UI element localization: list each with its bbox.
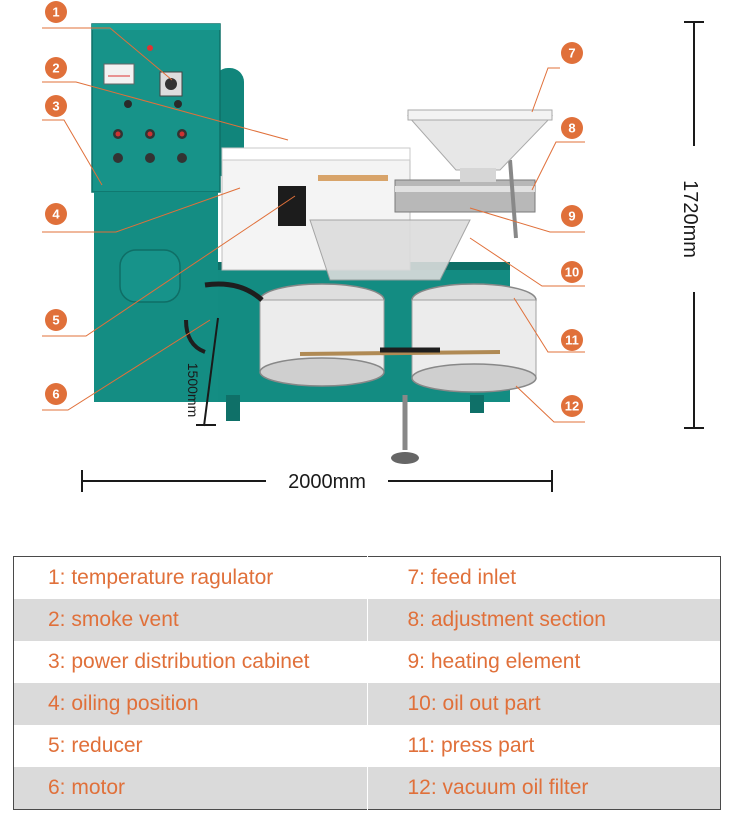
height-dimension-label: 1720mm xyxy=(679,180,701,258)
callout-6-number: 6 xyxy=(52,387,59,402)
feed-hopper xyxy=(406,115,554,171)
callout-3: 3 xyxy=(45,95,67,117)
callout-1: 1 xyxy=(45,1,67,23)
leader-lines xyxy=(42,27,585,423)
filter-tank-right xyxy=(411,283,537,393)
callout-12: 12 xyxy=(561,395,583,417)
power-distribution-cabinet xyxy=(91,23,221,193)
callout-7-number: 7 xyxy=(568,46,575,61)
leader-line-11 xyxy=(513,297,585,353)
legend-row: 5: reducer 11: press part xyxy=(13,725,721,767)
legend-item-1: 1: temperature ragulator xyxy=(13,556,368,599)
callout-10-number: 10 xyxy=(565,265,579,280)
leader-line-9 xyxy=(469,207,585,233)
filter-tank-left xyxy=(259,283,385,387)
legend-item-10: 10: oil out part xyxy=(367,683,721,725)
callout-5-number: 5 xyxy=(52,313,59,328)
legend-item-6: 6: motor xyxy=(13,767,368,810)
callout-3-number: 3 xyxy=(52,99,59,114)
legend-item-11: 11: press part xyxy=(407,734,535,757)
legend-row: 6: motor 12: vacuum oil filter xyxy=(13,767,721,810)
callout-12-number: 12 xyxy=(565,399,579,414)
callout-8-number: 8 xyxy=(568,121,575,136)
callout-4-number: 4 xyxy=(52,207,60,222)
leader-line-10 xyxy=(469,237,585,287)
dimension-width: 2000mm xyxy=(81,470,553,493)
callout-9: 9 xyxy=(561,205,583,227)
legend-item-5: 5: reducer xyxy=(13,725,368,767)
width-dimension-label: 2000mm xyxy=(288,471,366,493)
legend-item-8: 8: adjustment section xyxy=(367,599,721,641)
leader-line-6 xyxy=(42,319,211,411)
legend-row: 2: smoke vent 8: adjustment section xyxy=(13,599,721,641)
callout-7: 7 xyxy=(561,42,583,64)
callout-5: 5 xyxy=(45,309,67,331)
legend-row: 4: oiling position 10: oil out part xyxy=(13,683,721,725)
machine-diagram: 1 2 3 4 5 6 7 8 9 10 11 12 2000mm 1720mm… xyxy=(42,1,704,493)
callout-2: 2 xyxy=(45,57,67,79)
legend-item-12: 12: vacuum oil filter xyxy=(367,767,721,810)
legend-item-7: 7: feed inlet xyxy=(407,566,517,589)
legend-item-2: 2: smoke vent xyxy=(13,599,368,641)
callout-9-number: 9 xyxy=(568,209,575,224)
depth-dimension-label: 1500mm xyxy=(185,363,201,417)
callout-6: 6 xyxy=(45,383,67,405)
leader-line-5 xyxy=(42,195,296,337)
reducer-drum xyxy=(119,249,181,303)
leader-line-7 xyxy=(531,67,560,113)
oil-tray xyxy=(309,219,471,281)
leader-line-1 xyxy=(42,27,173,81)
leader-line-2 xyxy=(42,81,289,141)
callout-10: 10 xyxy=(561,261,583,283)
callout-8: 8 xyxy=(561,117,583,139)
dimension-depth: 1500mm xyxy=(185,317,219,427)
legend-row: 1: temperature ragulator 7: feed inlet xyxy=(13,556,721,599)
legend-row: 3: power distribution cabinet 9: heating… xyxy=(13,641,721,683)
leader-line-8 xyxy=(531,141,585,191)
parts-legend-table: 1: temperature ragulator 7: feed inlet 2… xyxy=(13,556,721,810)
leader-line-3 xyxy=(42,119,103,186)
callout-badges: 1 2 3 4 5 6 7 8 9 10 11 12 xyxy=(45,1,583,417)
leader-line-4 xyxy=(42,187,241,233)
legend-item-3: 3: power distribution cabinet xyxy=(13,641,368,683)
callout-11: 11 xyxy=(561,329,583,351)
leader-line-12 xyxy=(515,385,585,423)
callout-4: 4 xyxy=(45,203,67,225)
dimension-height: 1720mm xyxy=(679,21,704,429)
temperature-gauge xyxy=(103,63,135,85)
legend-item-4: 4: oiling position xyxy=(13,683,368,725)
oil-press-machine-illustration xyxy=(91,23,554,464)
callout-1-number: 1 xyxy=(52,5,59,20)
legend-item-9: 9: heating element xyxy=(407,650,581,673)
callout-11-number: 11 xyxy=(565,333,579,348)
callout-2-number: 2 xyxy=(52,61,59,76)
